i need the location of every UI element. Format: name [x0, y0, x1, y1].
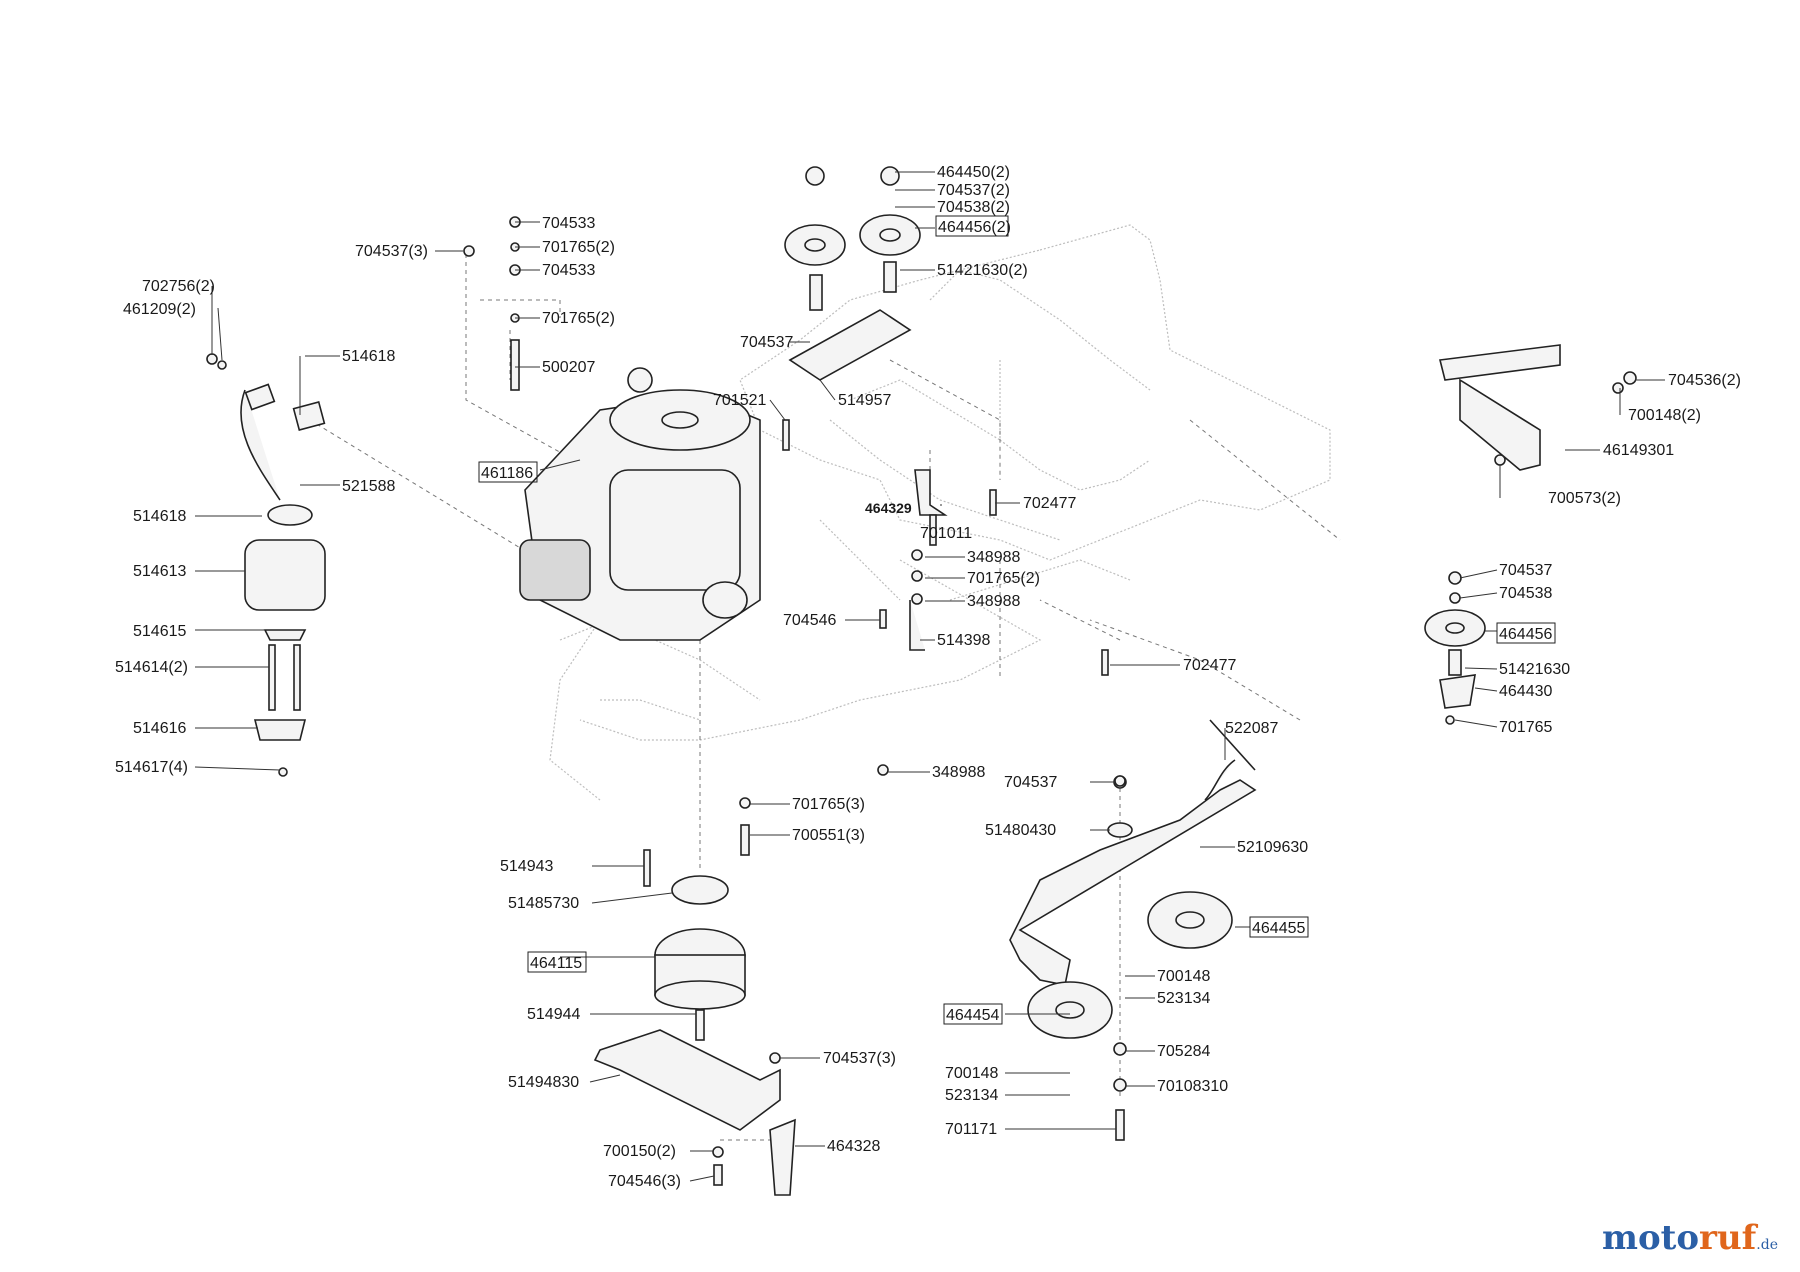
right-pulley — [1424, 571, 1486, 725]
label-700573: 700573(2) — [1548, 490, 1621, 507]
label-704538: 704538 — [1499, 585, 1552, 602]
label-348988c: 348988 — [932, 764, 985, 781]
label-461186: 461186 — [481, 465, 533, 482]
brand-logo: motoruf.de — [1601, 1218, 1778, 1258]
label-704533b: 704533 — [542, 262, 595, 279]
label-51480430: 51480430 — [985, 822, 1056, 839]
label-704533a: 704533 — [542, 215, 595, 232]
label-523134a: 523134 — [1157, 990, 1210, 1007]
label-702477b: 702477 — [1183, 657, 1236, 674]
idler-assembly — [1009, 759, 1257, 1141]
label-704546a: 704546 — [783, 612, 836, 629]
label-700150: 700150(2) — [603, 1143, 676, 1160]
label-514618b: 514618 — [133, 508, 186, 525]
rear-bracket — [1439, 344, 1637, 471]
label-464456-2: 464456(2) — [938, 219, 1011, 236]
label-704537-2a: 704537(2) — [937, 182, 1010, 199]
label-514618a: 514618 — [342, 348, 395, 365]
label-514957: 514957 — [838, 392, 891, 409]
exhaust-pipe — [240, 383, 326, 501]
label-704546-3: 704546(3) — [608, 1173, 681, 1190]
label-461209: 461209(2) — [123, 301, 196, 318]
label-51485730: 51485730 — [508, 895, 579, 912]
label-704537-3b: 704537(3) — [823, 1050, 896, 1067]
label-70108310: 70108310 — [1157, 1078, 1228, 1095]
label-514615: 514615 — [133, 623, 186, 640]
engine — [519, 367, 761, 641]
label-box-461186 — [478, 461, 538, 483]
label-701765-3: 701765(3) — [792, 796, 865, 813]
label-704538-2: 704538(2) — [937, 199, 1010, 216]
label-701521: 701521 — [713, 392, 766, 409]
label-704536: 704536(2) — [1668, 372, 1741, 389]
label-514614: 514614(2) — [115, 659, 188, 676]
label-514943: 514943 — [500, 858, 553, 875]
label-704537c: 704537 — [1004, 774, 1057, 791]
label-500207: 500207 — [542, 359, 595, 376]
center-hardware — [206, 216, 1256, 856]
label-464454: 464454 — [946, 1007, 999, 1024]
label-705284: 705284 — [1157, 1043, 1210, 1060]
label-522087: 522087 — [1225, 720, 1278, 737]
label-514617: 514617(4) — [115, 759, 188, 776]
label-514616: 514616 — [133, 720, 186, 737]
label-348988a: 348988 — [967, 549, 1020, 566]
muffler — [244, 504, 326, 777]
label-464329: 464329 — [865, 500, 912, 516]
label-700148b: 700148 — [945, 1065, 998, 1082]
label-514398: 514398 — [937, 632, 990, 649]
label-701765-2b: 701765(2) — [542, 310, 615, 327]
label-514613: 514613 — [133, 563, 186, 580]
label-702477a: 702477 — [1023, 495, 1076, 512]
label-464115: 464115 — [530, 955, 582, 972]
label-700148-2: 700148(2) — [1628, 407, 1701, 424]
label-52109630: 52109630 — [1237, 839, 1308, 856]
label-box-464454 — [943, 1003, 1003, 1025]
label-51421630-2: 51421630(2) — [937, 262, 1028, 279]
label-523134b: 523134 — [945, 1087, 998, 1104]
label-348988b: 348988 — [967, 593, 1020, 610]
chassis-frame — [549, 224, 1331, 801]
label-701765a: 701765 — [1499, 719, 1552, 736]
label-464456: 464456 — [1499, 626, 1552, 643]
label-701171: 701171 — [945, 1121, 997, 1138]
label-701011: 701011 — [920, 525, 972, 542]
label-box-464456 — [1496, 622, 1556, 644]
label-701765-2a: 701765(2) — [542, 239, 615, 256]
clutch-assembly — [593, 849, 796, 1196]
label-box-464455 — [1249, 916, 1309, 938]
label-46149301: 46149301 — [1603, 442, 1674, 459]
label-700148a: 700148 — [1157, 968, 1210, 985]
label-521588: 521588 — [342, 478, 395, 495]
part-labels: 464450(2) 704537(2) 704538(2) 464456(2) … — [115, 164, 1741, 1190]
label-704537a: 704537 — [740, 334, 793, 351]
label-514944: 514944 — [527, 1006, 580, 1023]
label-464328: 464328 — [827, 1138, 880, 1155]
label-51494830: 51494830 — [508, 1074, 579, 1091]
label-704537b: 704537 — [1499, 562, 1552, 579]
label-700551: 700551(3) — [792, 827, 865, 844]
label-box-464456-2 — [935, 215, 1009, 237]
label-box-464115 — [527, 951, 587, 973]
label-702756: 702756(2) — [142, 278, 215, 295]
label-464430: 464430 — [1499, 683, 1552, 700]
label-464455: 464455 — [1252, 920, 1305, 937]
top-pulleys — [784, 166, 921, 381]
label-51421630: 51421630 — [1499, 661, 1570, 678]
label-701765-2c: 701765(2) — [967, 570, 1040, 587]
label-704537-3a: 704537(3) — [355, 243, 428, 260]
leader-lines — [194, 171, 1665, 1182]
label-464450: 464450(2) — [937, 164, 1010, 181]
